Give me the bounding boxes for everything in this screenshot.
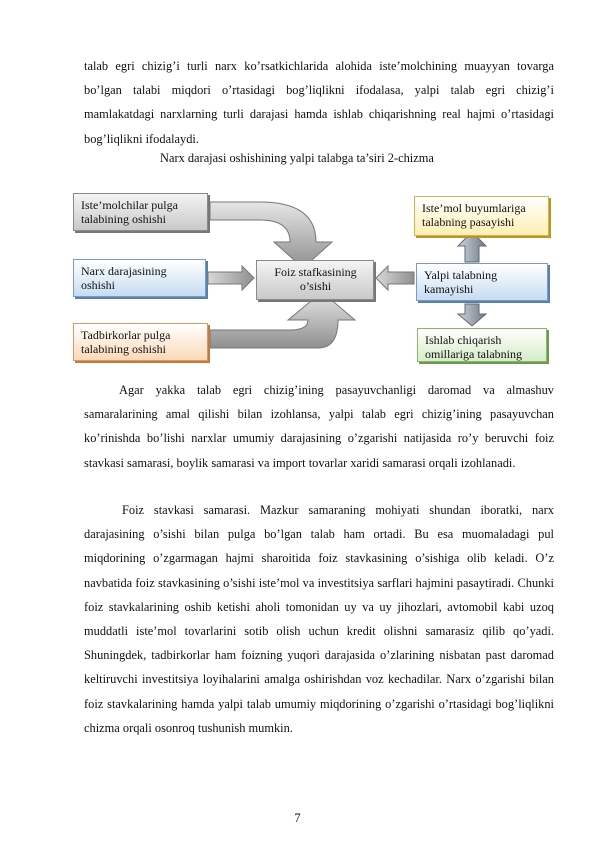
box-price-line-2: oshishi xyxy=(81,278,116,292)
box-price-line-1: Narx darajasining xyxy=(81,264,167,278)
curved-arrow-down-icon xyxy=(209,201,334,269)
box-aggregate-line-2: kamayishi xyxy=(424,282,474,296)
box-consumption-line-1: Iste’mol buyumlariga xyxy=(422,201,526,215)
curved-arrow-up-icon xyxy=(209,291,357,349)
box-business-line-2: talabining oshishi xyxy=(81,342,166,356)
arrow-left-icon xyxy=(375,264,415,292)
box-aggregate-line-1: Yalpi talabning xyxy=(424,268,498,282)
box-interest-line-2: o’sishi xyxy=(299,279,332,293)
box-consumer-goods-demand-fall: Iste’mol buyumlariga talabning pasayishi xyxy=(414,196,549,236)
intro-paragraph: talab egri chizig’i turli narx ko’rsatki… xyxy=(84,59,554,146)
page-number: 7 xyxy=(294,811,301,825)
box-production-line-1: Ishlab chiqarish xyxy=(425,333,502,347)
box-production-factors-demand: Ishlab chiqarish omillariga talabning xyxy=(417,328,547,362)
arrow-down-icon xyxy=(456,303,488,327)
box-interest-rate-rise: Foiz stafkasining o’sishi xyxy=(256,260,374,300)
paragraph-income-exchange-effects: Agar yakka talab egri chizig’ining pasay… xyxy=(84,383,554,470)
box-interest-line-1: Foiz stafkasining xyxy=(274,265,357,279)
box-consumer-line-1: Iste’molchilar pulga xyxy=(81,198,178,212)
box-consumption-line-2: talabning pasayishi xyxy=(422,215,515,229)
diagram-caption: Narx darajasi oshishining yalpi talabga … xyxy=(160,151,434,165)
box-business-money-demand: Tadbirkorlar pulga talabining oshishi xyxy=(73,323,208,361)
arrow-up-icon xyxy=(456,231,488,263)
box-business-line-1: Tadbirkorlar pulga xyxy=(81,328,171,342)
paragraph-interest-rate-effect: Foiz stavkasi samarasi. Mazkur samaranin… xyxy=(84,503,554,735)
box-aggregate-demand-fall: Yalpi talabning kamayishi xyxy=(416,263,548,301)
box-consumer-money-demand: Iste’molchilar pulga talabining oshishi xyxy=(73,193,208,231)
box-consumer-line-2: talabining oshishi xyxy=(81,212,166,226)
arrow-right-icon xyxy=(207,264,255,292)
box-production-line-2: omillariga talabning xyxy=(425,347,522,361)
diagram-arrows xyxy=(207,201,488,349)
flow-diagram: Iste’molchilar pulga talabining oshishi … xyxy=(70,180,555,370)
box-price-level-rise: Narx darajasining oshishi xyxy=(73,259,206,297)
